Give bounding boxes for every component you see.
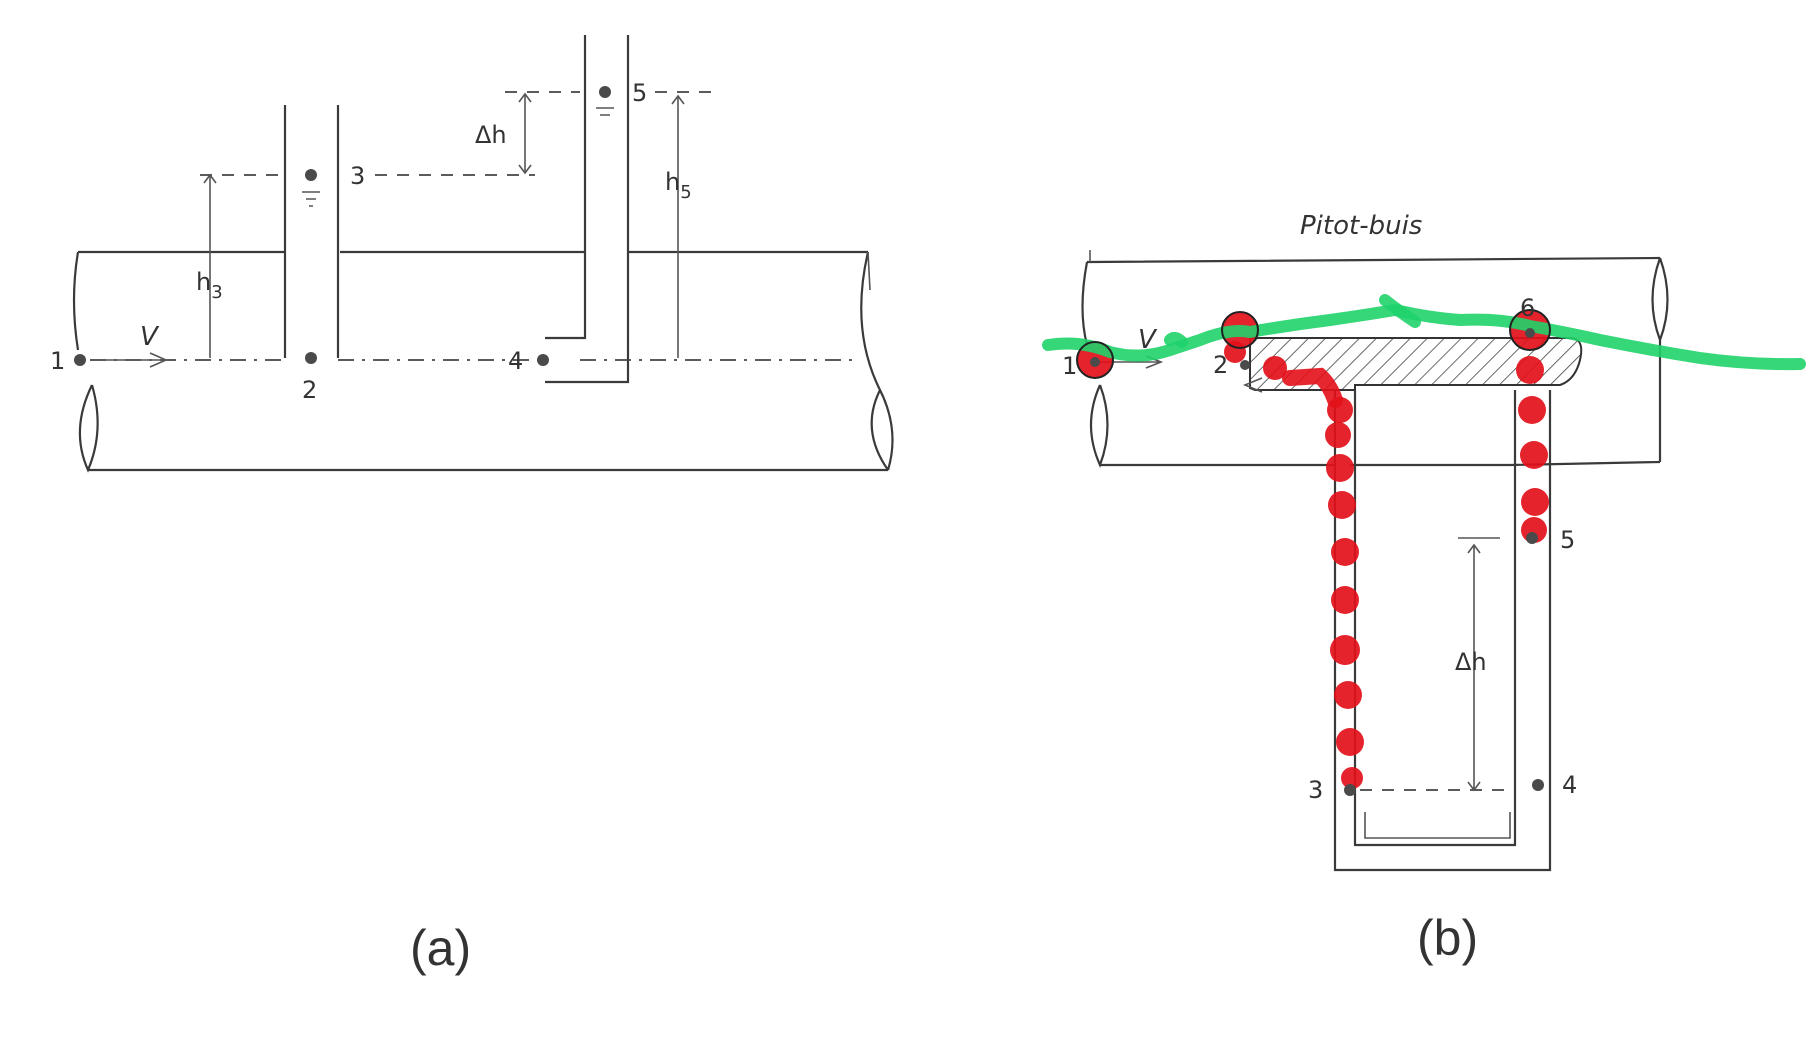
point-6-b — [1525, 328, 1535, 338]
u-tube-manometer — [1333, 390, 1552, 872]
velocity-label-a: V — [140, 322, 160, 352]
delta-h-label-a: Δh — [475, 121, 507, 149]
h3-dimension — [200, 173, 285, 358]
point-3-label-b: 3 — [1308, 776, 1323, 804]
ring-2 — [1221, 311, 1259, 349]
pitot-tube-a — [545, 35, 630, 384]
point-2-label-a: 2 — [302, 376, 317, 404]
red-marker-trail — [1077, 310, 1550, 789]
piezometer-tube — [283, 105, 340, 358]
point-1-label-b: 1 — [1062, 352, 1077, 380]
point-2-a — [305, 352, 317, 364]
point-3-label-a: 3 — [350, 162, 365, 190]
panel-a: V h3 Δh h5 1 2 3 — [50, 35, 894, 976]
delta-h-label-b: Δh — [1455, 648, 1487, 676]
h5-label: h5 — [665, 168, 692, 203]
pipe-b — [1081, 250, 1669, 468]
point-3-a — [305, 169, 317, 181]
h5-dimension — [655, 91, 715, 358]
pitot-title: Pitot-buis — [1300, 211, 1422, 241]
point-5-b — [1526, 532, 1538, 544]
h3-label: h3 — [196, 268, 223, 303]
pipe-a — [72, 250, 894, 473]
point-2-b — [1240, 360, 1250, 370]
point-4-b — [1532, 779, 1544, 791]
point-3-b — [1344, 784, 1356, 796]
delta-h-dimension-a — [505, 91, 580, 175]
point-1-b — [1090, 357, 1100, 367]
free-surface-3 — [302, 191, 320, 207]
point-4-a — [537, 354, 549, 366]
velocity-arrow-a — [95, 352, 168, 368]
point-2-label-b: 2 — [1213, 351, 1228, 379]
free-surface-5 — [596, 107, 614, 116]
point-4-label-b: 4 — [1562, 771, 1577, 799]
point-1-a — [74, 354, 86, 366]
caption-b: (b) — [1417, 910, 1478, 966]
delta-h-dimension-b — [1458, 537, 1500, 792]
point-5-label-b: 5 — [1560, 526, 1575, 554]
velocity-label-b: V — [1138, 325, 1158, 355]
point-1-label-a: 1 — [50, 347, 65, 375]
green-mark-1 — [1379, 294, 1421, 328]
panel-b: Pitot-buis — [1042, 211, 1806, 966]
point-6-label-b: 6 — [1520, 294, 1535, 322]
ring-6 — [1509, 309, 1551, 351]
ring-1 — [1076, 341, 1114, 379]
green-mark-2 — [1164, 331, 1188, 348]
point-5-label-a: 5 — [632, 79, 647, 107]
point-5-a — [599, 86, 611, 98]
point-4-label-a: 4 — [508, 347, 523, 375]
caption-a: (a) — [410, 920, 471, 976]
